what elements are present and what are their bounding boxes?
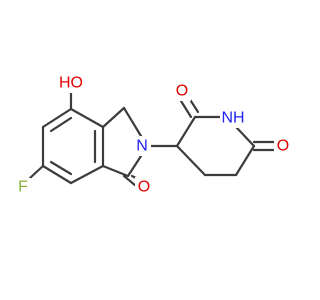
lactam-oxygen-atom: O [135,177,153,197]
bond-lactam-co-1 [122,174,138,188]
bond-c5-c4-inner [49,160,73,176]
ring-nitrogen-label: N [136,138,148,155]
hydroxyl-label: HO [59,75,83,92]
bond-c5-c4 [41,164,73,185]
fluorine-label: F [18,179,28,196]
bond-c5-f [28,164,45,180]
imide-oxygen-top-atom: O [173,81,191,101]
bond-nh-c6 [235,126,256,148]
bond-c6-c5 [234,144,256,177]
bond-co-c3a [101,164,130,178]
ring-nitrogen-atom: N [133,136,151,156]
bond-ch2-n [122,106,143,138]
imide-nitrogen-label: NH [221,110,244,127]
imide-nitrogen-atom: NH [220,108,246,128]
hydroxyl-oxygen-atom: HO [56,73,86,93]
imide-oxygen-right-atom: O [274,136,292,156]
bond-c4-c3 [175,144,207,177]
bond-c2-o-a [179,99,193,119]
molecule-structure: HO F N O NH O O [15,73,292,198]
imide-oxygen-right-label: O [277,138,289,155]
imide-oxygen-top-label: O [176,83,188,100]
bond-layer [28,88,277,188]
atom-label-layer: HO F N O NH O O [15,73,292,198]
lactam-oxygen-label: O [138,179,150,196]
bond-n-co [126,154,143,178]
bond-c7a-ch2 [101,106,126,129]
bond-c7-c6 [41,107,73,129]
bond-c3-c2 [175,115,197,148]
bond-c4-c3a [69,164,105,185]
bond-c7-c6-inner [49,116,73,133]
fluorine-atom: F [15,178,31,198]
bond-c7a-c7 [69,107,105,129]
